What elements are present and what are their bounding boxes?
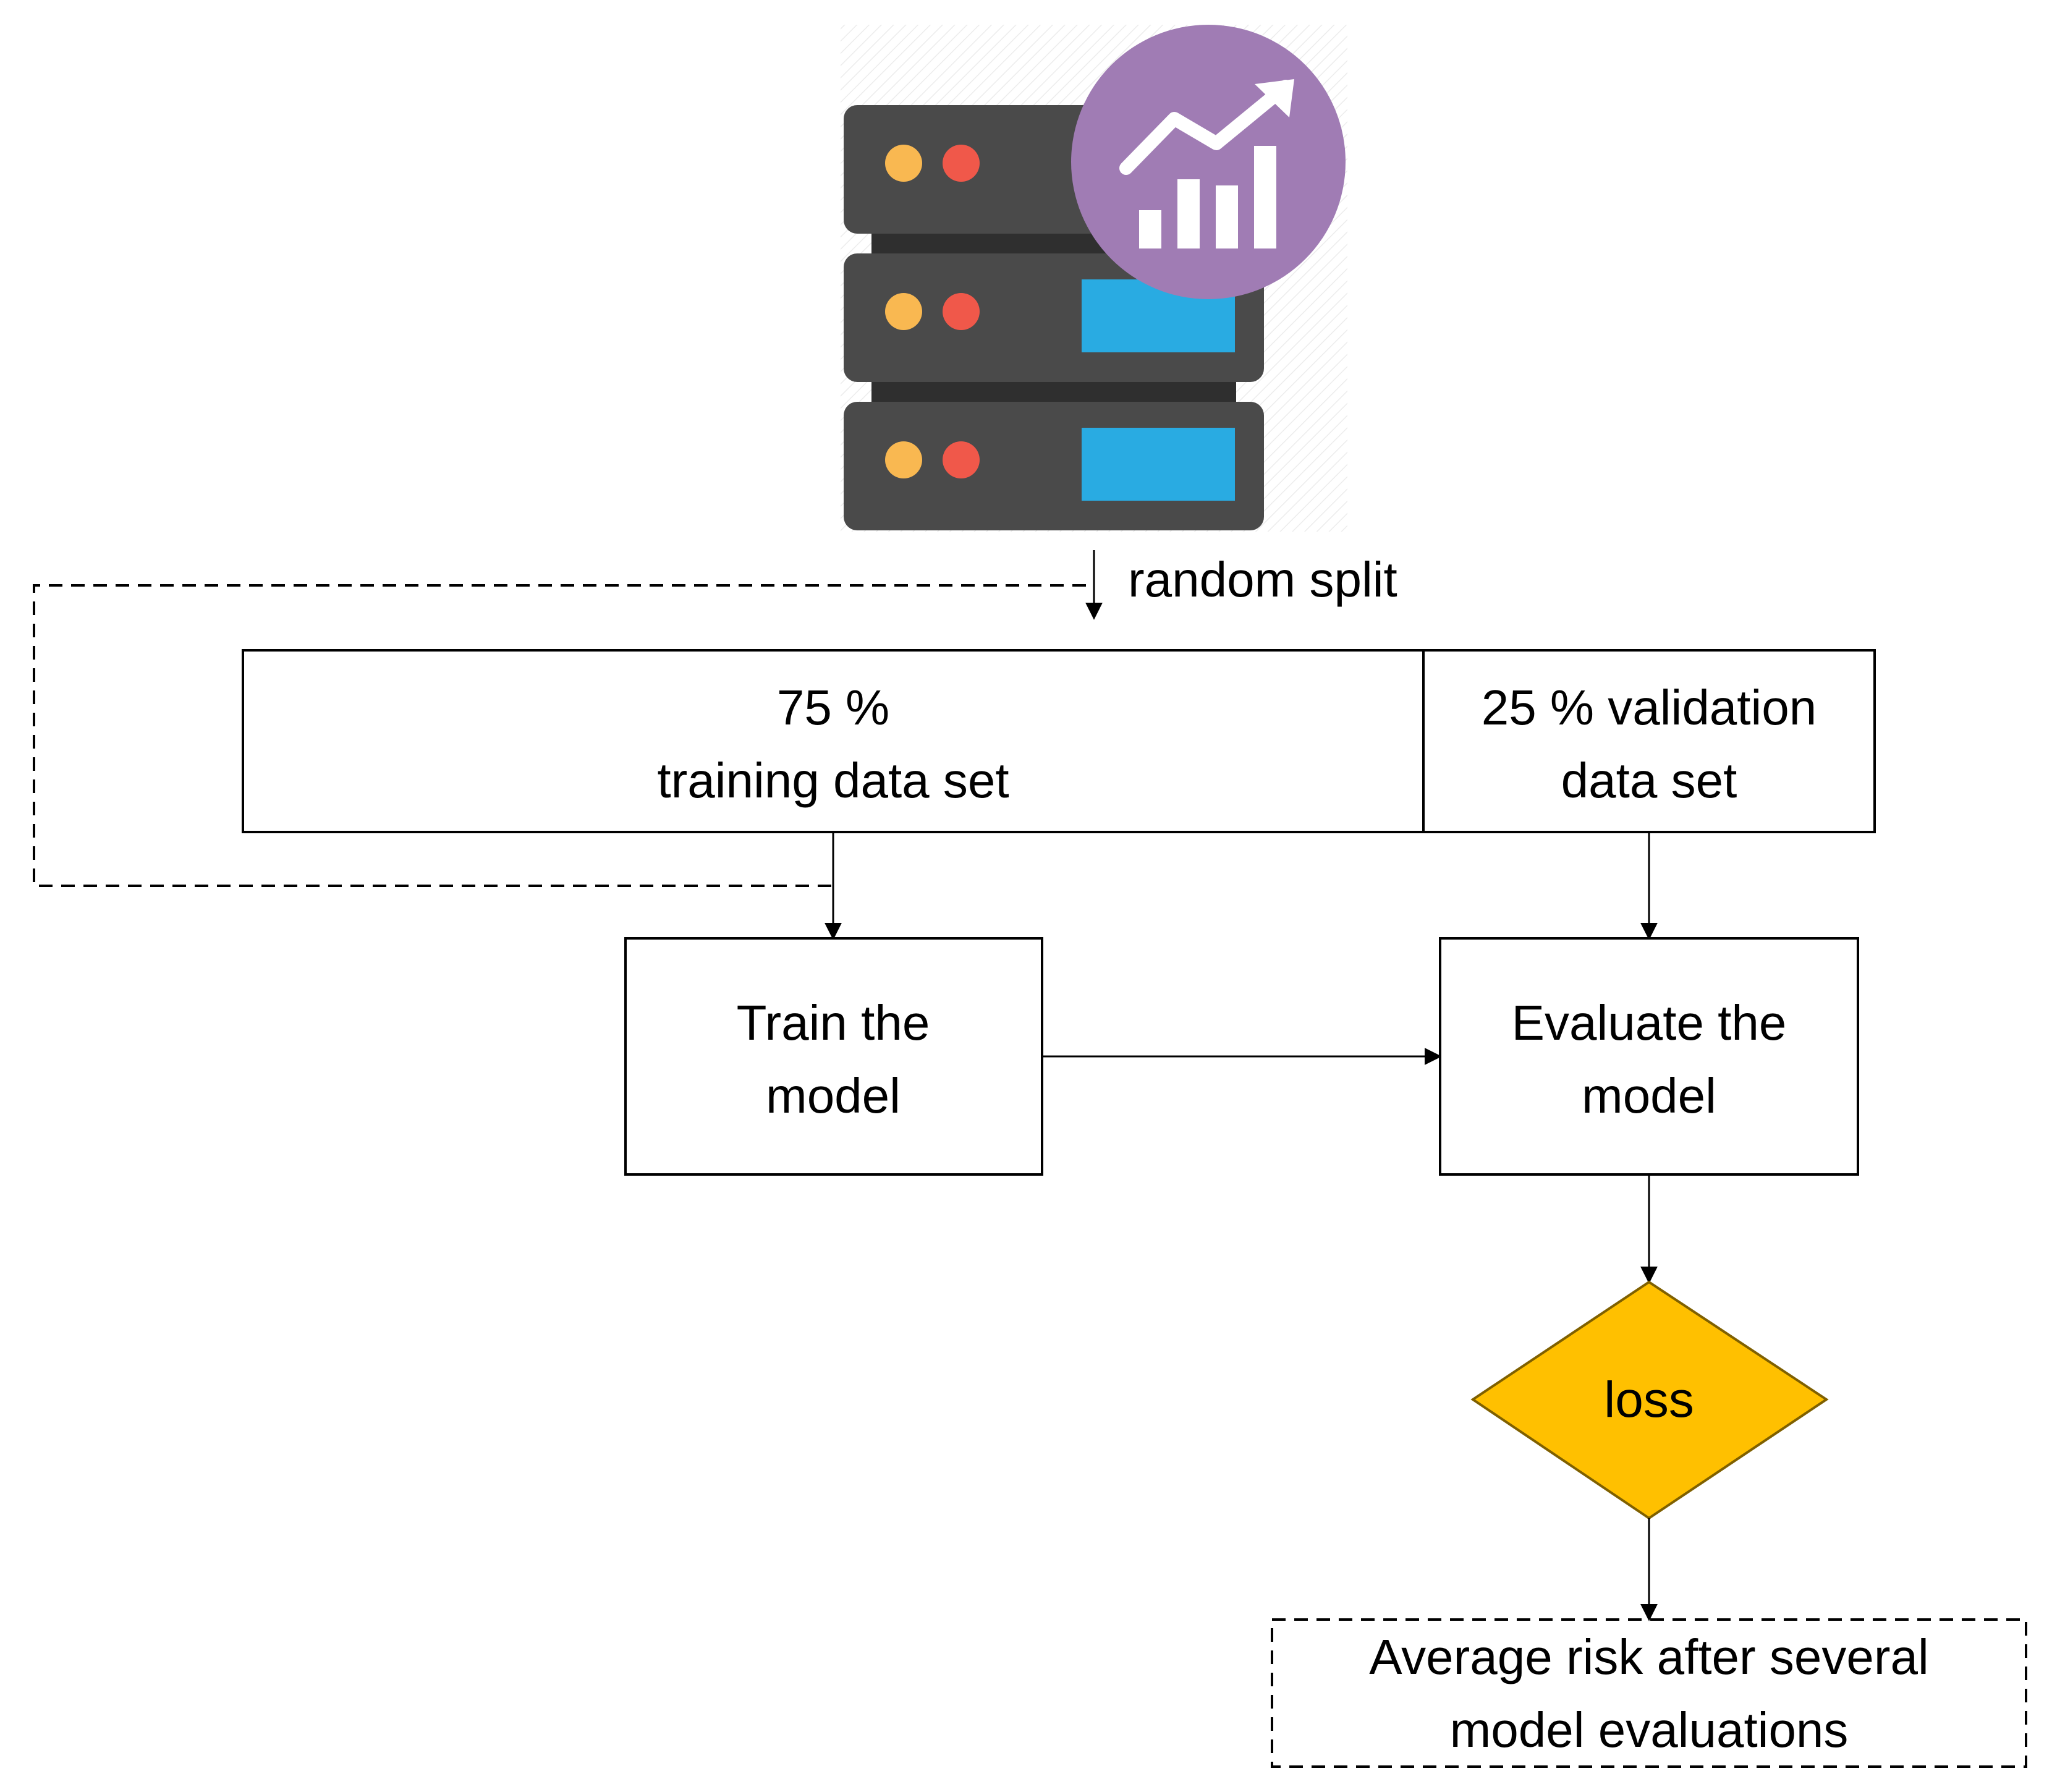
repeat-loop-connector — [33, 584, 1094, 887]
random-split-label: random split — [1128, 552, 1397, 607]
training-percent-label: 75 % — [777, 680, 889, 735]
average-risk-box — [1271, 1618, 2027, 1768]
data-split-box — [242, 649, 1876, 833]
train-model-box — [624, 937, 1043, 1176]
validation-label-line2: data set — [1561, 753, 1737, 808]
average-label-line2: model evaluations — [1450, 1702, 1849, 1757]
evaluate-model-box — [1439, 937, 1859, 1176]
train-label-line1: Train the — [737, 995, 930, 1050]
training-data-label: training data set — [657, 753, 1009, 808]
evaluate-label-line1: Evaluate the — [1512, 995, 1787, 1050]
evaluate-label-line2: model — [1582, 1068, 1716, 1123]
loss-label: loss — [1604, 1372, 1694, 1428]
validation-data-box — [1422, 649, 1876, 833]
train-label-line2: model — [766, 1068, 901, 1123]
training-data-box — [242, 649, 1425, 833]
validation-label-line1: 25 % validation — [1482, 680, 1817, 735]
chart-growth-icon — [1071, 25, 1346, 299]
average-label-line1: Average risk after several — [1369, 1629, 1929, 1684]
